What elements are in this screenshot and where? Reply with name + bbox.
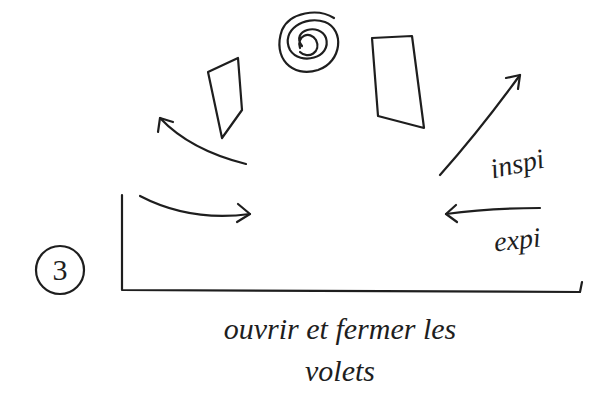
arrow-head (237, 204, 250, 222)
bracket-line (122, 195, 582, 292)
callout-number: 3 (53, 255, 68, 285)
breath-label: inspi (487, 143, 547, 186)
left-shutter (208, 58, 242, 138)
curved-arrow (140, 196, 250, 216)
arrow-head (446, 205, 457, 222)
curved-arrow (446, 208, 540, 214)
spiral-symbol (279, 13, 338, 72)
arrow-head (158, 118, 173, 132)
arrow-head (506, 75, 520, 89)
caption-text: ouvrir et fermer les volets (215, 308, 465, 392)
curved-arrow (160, 118, 246, 164)
right-shutter (372, 36, 424, 128)
callout-circle: 3 (34, 244, 86, 296)
breath-label: expi (492, 222, 542, 259)
